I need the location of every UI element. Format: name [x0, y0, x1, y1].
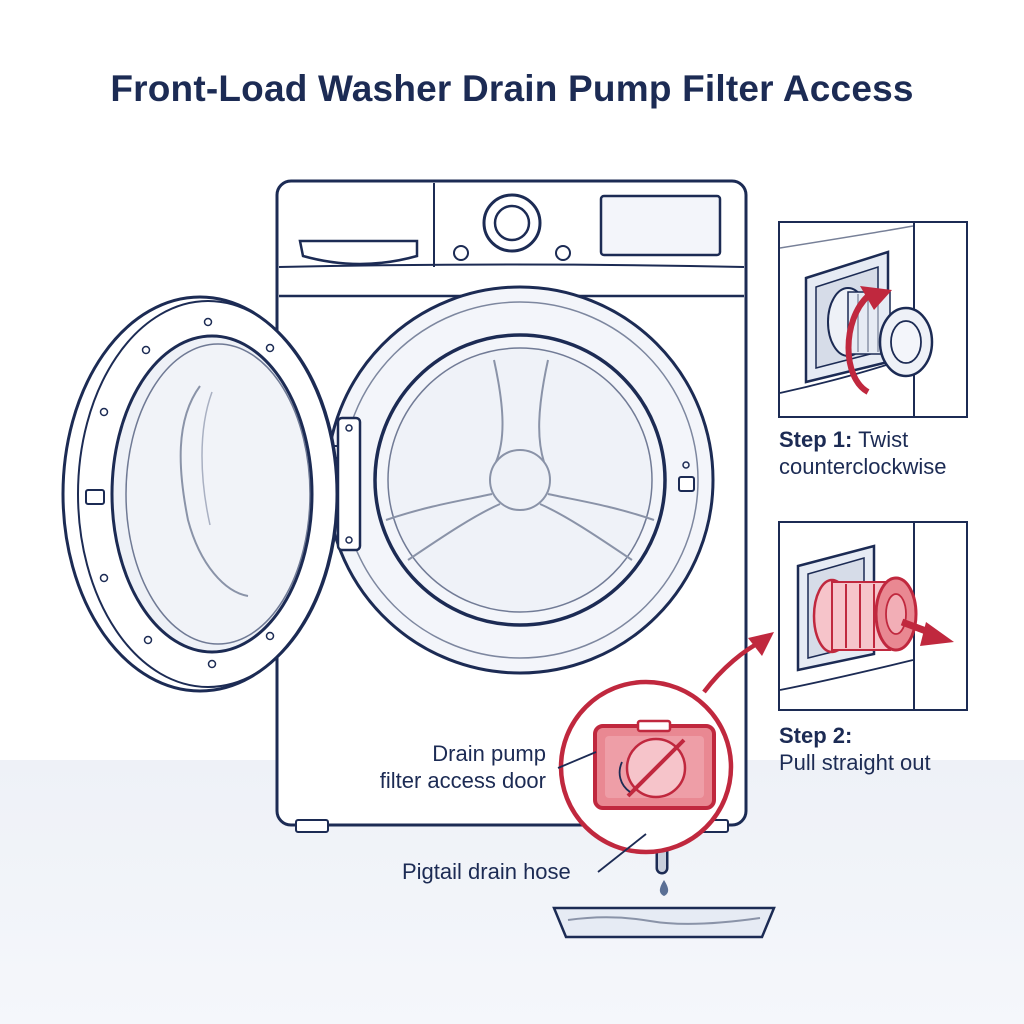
step1-text: Twist	[858, 427, 909, 452]
access-door-label: Drain pump filter access door	[354, 740, 546, 794]
diagram-title: Front-Load Washer Drain Pump Filter Acce…	[110, 68, 914, 109]
step2-text: Pull straight out	[779, 750, 931, 775]
access-door-leader-line	[557, 751, 597, 769]
drum-porthole	[325, 285, 715, 675]
door-handle	[85, 489, 105, 505]
control-button	[453, 245, 469, 261]
step1-caption: Step 1: Twist counterclockwise	[779, 426, 947, 480]
access-door-label-line2: filter access door	[379, 768, 546, 793]
step2-caption: Step 2: Pull straight out	[779, 722, 931, 776]
access-door-label-line1: Drain pump	[432, 741, 546, 766]
display-screen	[599, 194, 722, 257]
step1-number: Step 1:	[779, 427, 853, 452]
access-door-zoom-callout	[558, 632, 774, 855]
step2-number: Step 2:	[779, 723, 853, 748]
door-latch	[678, 476, 695, 492]
detergent-drawer	[298, 239, 419, 266]
control-button	[555, 245, 571, 261]
water-drop-icon	[659, 880, 669, 896]
rotate-ccw-arrow-icon	[845, 293, 871, 395]
drain-hose-label: Pigtail drain hose	[402, 859, 571, 884]
callout-arrow-icon	[748, 632, 774, 656]
step2-inset	[778, 521, 968, 711]
step1-inset	[778, 221, 968, 418]
open-door	[61, 295, 339, 693]
control-panel	[298, 193, 722, 266]
step1-text-line2: counterclockwise	[779, 454, 947, 479]
drain-hose-leader-line	[597, 833, 647, 873]
